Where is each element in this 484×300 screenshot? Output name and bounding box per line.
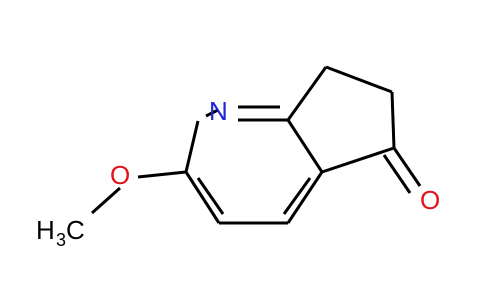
nitrogen-atom-label: N [209, 96, 228, 126]
methyl-group-label: H 3 C [36, 215, 85, 250]
bond-c5-o [392, 147, 422, 187]
bond-n-c2-left [184, 120, 200, 173]
bond-c5-o-second [382, 154, 412, 194]
carbonyl-oxygen-label: O [420, 185, 440, 215]
bond-o-ch3 [91, 186, 121, 215]
bond-c6-c5 [390, 91, 396, 149]
bond-c7-c6 [325, 65, 393, 94]
methyl-h-label: H [36, 215, 55, 245]
bond-c4-c4a-inner [282, 177, 312, 215]
methyl-subscript: 3 [56, 230, 66, 250]
methyl-c-label: C [66, 215, 85, 245]
bond-c2-o [137, 170, 187, 179]
bond-c4a-c7a [286, 119, 324, 173]
bonds [91, 65, 422, 225]
bond-c7a-c7 [286, 66, 328, 121]
bond-c2-c3 [184, 171, 221, 224]
bond-c4-c4a [286, 171, 324, 224]
bond-c2-c3-inner [196, 177, 225, 215]
bond-n-c2 [205, 108, 219, 118]
bond-c5-c4a [321, 146, 395, 174]
ether-oxygen-label: O [110, 160, 130, 190]
